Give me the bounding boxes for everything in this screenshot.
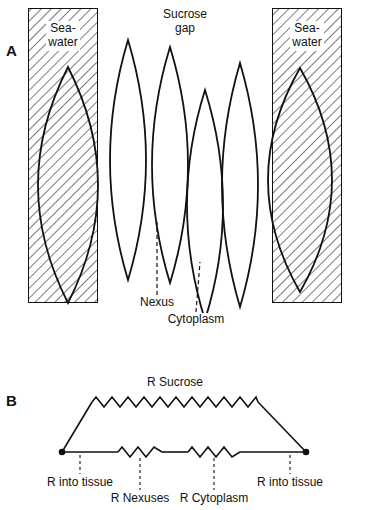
cell-outline	[268, 68, 332, 292]
part-label: Cytoplasm	[166, 313, 227, 327]
bath-label: Sea- water	[46, 21, 79, 51]
resistor-symbol	[118, 447, 162, 457]
seawater-hatch	[272, 8, 342, 303]
leader-line	[213, 458, 214, 490]
wire	[162, 451, 188, 453]
seawater-bath: Sea- water	[272, 8, 342, 303]
seawater-bath: Sea- water	[28, 8, 98, 303]
resistor-label: R into tissue	[255, 476, 325, 490]
resistor-label: R Cytoplasm	[178, 492, 251, 506]
resistor-label: R into tissue	[45, 476, 115, 490]
resistor-symbol	[92, 397, 258, 407]
resistor-label: R Sucrose	[145, 376, 205, 390]
wire	[62, 402, 92, 452]
bath-label: Sea- water	[290, 21, 323, 51]
cell-outlines	[38, 40, 332, 320]
resistor-label: R Nexuses	[109, 492, 172, 506]
cell-outline	[187, 90, 223, 320]
cell-outline	[152, 47, 188, 283]
leader-line	[156, 222, 157, 295]
panel-letter: B	[4, 392, 19, 409]
cell-outline	[110, 40, 146, 280]
resistor-symbol	[188, 447, 240, 457]
leader-line	[196, 262, 200, 312]
seawater-hatch	[28, 8, 98, 303]
cell-outline	[38, 67, 98, 303]
leader-line	[289, 455, 290, 474]
leader-line	[139, 458, 140, 490]
wire	[62, 451, 118, 453]
panel-letter: A	[4, 42, 19, 59]
cell-outline	[222, 63, 258, 307]
part-label: Nexus	[138, 296, 176, 310]
leader-line	[79, 455, 80, 474]
region-label: Sucrose gap	[161, 8, 209, 36]
terminal	[60, 450, 65, 455]
wire	[258, 402, 306, 452]
wire	[240, 451, 306, 453]
terminal	[304, 450, 309, 455]
